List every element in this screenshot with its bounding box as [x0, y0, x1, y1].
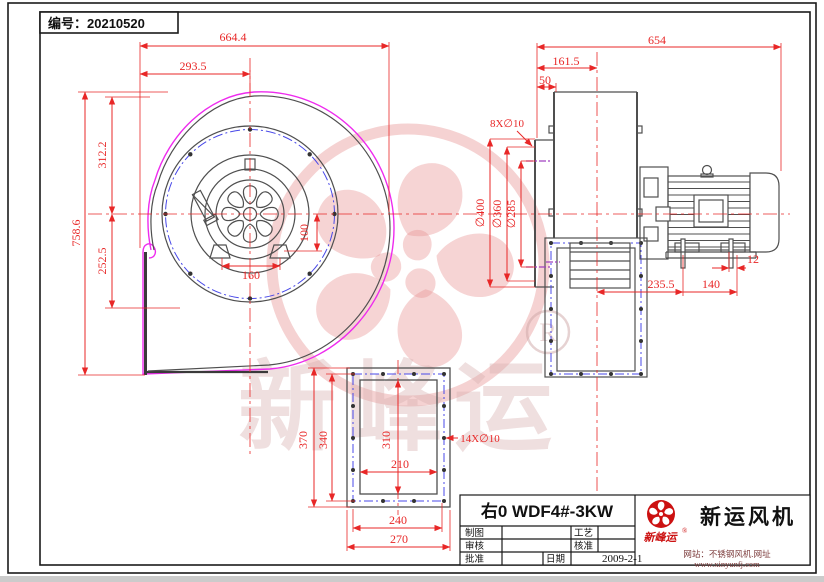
label-checked: 审核 [465, 540, 485, 552]
dim-inlet-to-center: 161.5 [553, 54, 580, 68]
dim-height-upper: 312.2 [95, 142, 109, 169]
dim-opening-width: 210 [391, 457, 409, 471]
dim-flange-height-bolt: 340 [316, 431, 330, 449]
flange-bolt-holes [351, 372, 446, 503]
dim-d-mid: ∅360 [490, 200, 504, 228]
dimensions-flange [308, 367, 458, 551]
inlet-foot-right [269, 244, 291, 259]
date-value: 2009-2-1 [602, 553, 642, 565]
label-drawn: 制图 [465, 527, 484, 539]
side-view [526, 91, 780, 378]
dim-depth-total: 654 [648, 33, 666, 47]
dim-center-to-foot: 235.5 [648, 277, 675, 291]
motor-eyebolt [701, 164, 713, 176]
dimensions-front [78, 42, 390, 376]
dim-flange-gap: 50 [539, 73, 551, 87]
inlet-foot-left [209, 244, 231, 259]
dim-foot-offset: 100 [297, 224, 311, 242]
motor-end-cap [749, 172, 780, 253]
inlet-handle [191, 189, 219, 227]
label-date: 日期 [546, 554, 565, 565]
company-website: www.xinyunfj.com [694, 559, 760, 569]
dim-flange-height-outer: 370 [296, 431, 310, 449]
label-approved: 批准 [465, 553, 485, 565]
scroll-bottom-section [569, 242, 631, 289]
dim-height-total: 758.6 [69, 220, 83, 247]
title-block: 右0 WDF4#-3KW 制图 工艺 审核 核准 批准 日期 2009-2-1 [459, 494, 811, 569]
dim-opening-height: 310 [379, 431, 393, 449]
dim-flange-width-outer: 270 [390, 532, 408, 546]
dimension-labels-side: 654 161.5 50 8X∅10 ∅400 ∅360 ∅285 235.5 … [473, 33, 759, 291]
model-title: 右0 WDF4#-3KW [481, 501, 614, 521]
side-flange-bolt-holes [549, 241, 643, 376]
dim-width-center: 293.5 [180, 59, 207, 73]
company-logo [647, 500, 675, 528]
dim-flange-holes: 14X∅10 [460, 433, 500, 445]
doc-number-box [39, 11, 179, 34]
sheet-borders [7, 2, 817, 574]
watermark-flower-logo [266, 123, 550, 407]
dimension-labels-flange: 370 340 310 210 240 270 14X∅10 [296, 431, 500, 546]
motor [655, 164, 780, 269]
page-edge-bottom [0, 576, 824, 582]
dim-bolt-width: 240 [389, 513, 407, 527]
dim-inlet-holes: 8X∅10 [490, 118, 525, 130]
dim-motor-foot-span: 140 [702, 277, 720, 291]
company-tagline: 网站：不锈钢风机.网址 [683, 549, 771, 559]
dim-height-lower: 252.5 [95, 248, 109, 275]
company-name: 新运风机 [700, 505, 796, 529]
registered-mark: ® [682, 527, 688, 535]
dim-d-inner: ∅285 [504, 200, 518, 228]
label-process: 工艺 [574, 528, 593, 539]
dim-d-outer: ∅400 [473, 199, 487, 227]
dim-foot-span: 160 [242, 268, 260, 282]
dimensions-side [486, 43, 782, 296]
dimension-labels-front: 664.4 293.5 758.6 312.2 252.5 160 100 [69, 30, 311, 282]
doc-number: 编号：20210520 [48, 16, 145, 31]
label-ratified: 核准 [574, 540, 594, 552]
watermark-r-letter: R [539, 318, 557, 347]
brand-script: 新峰运 [644, 531, 679, 544]
dim-width-total: 664.4 [220, 30, 247, 44]
dim-slot-width: 12 [747, 252, 759, 266]
company-block: 新峰运 ® 新运风机 网站：不锈钢风机.网址 www.xinyunfj.com [644, 500, 796, 569]
watermark-registered-mark: R [525, 309, 571, 355]
outlet-flange-view [346, 367, 451, 508]
